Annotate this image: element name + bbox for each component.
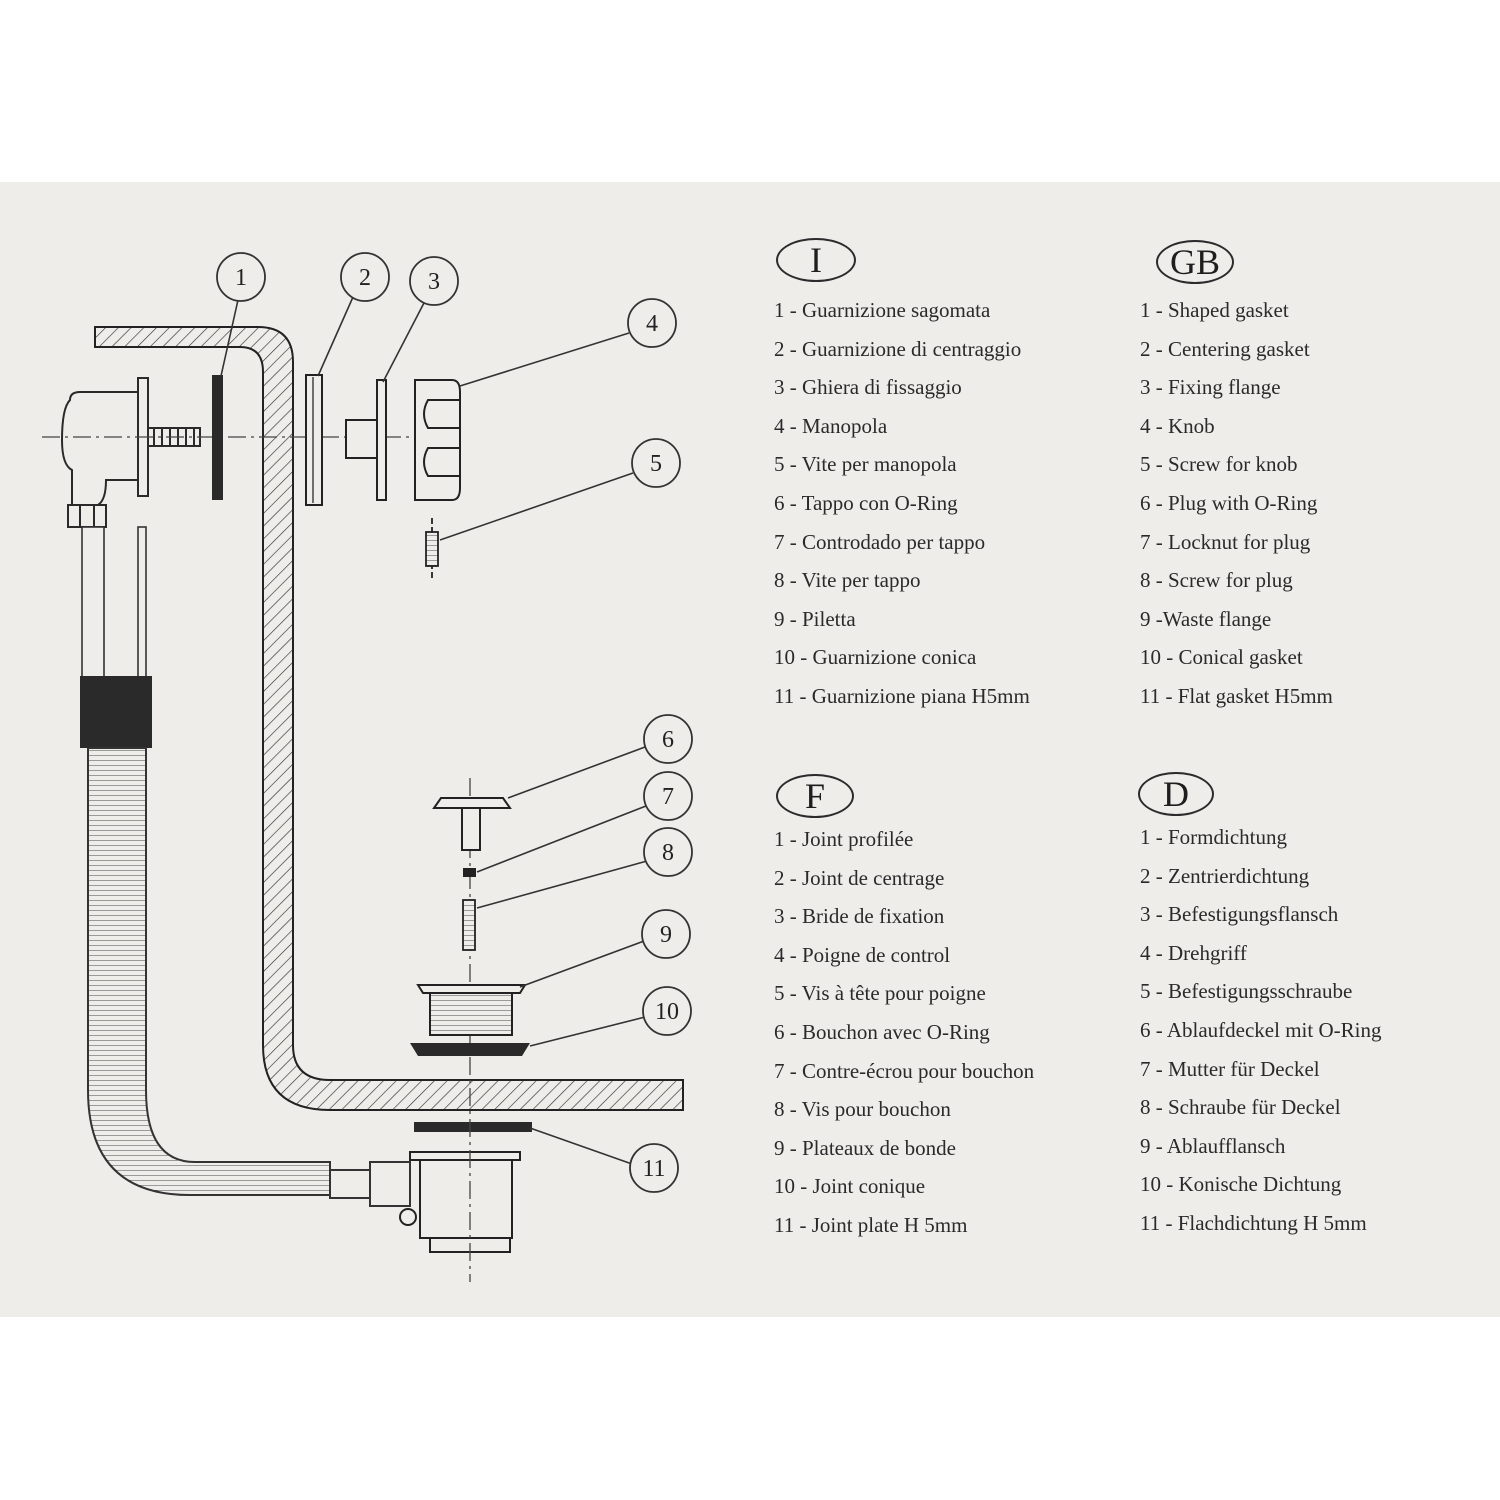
- legend-item: 8 - Vis pour bouchon: [774, 1097, 951, 1122]
- legend-item: 9 - Ablaufflansch: [1140, 1133, 1286, 1158]
- legend-item: 9 -Waste flange: [1140, 606, 1272, 631]
- legend-item: 1 - Guarnizione sagomata: [774, 298, 991, 322]
- legend-item: 3 - Bride de fixation: [774, 904, 945, 929]
- legend-item: 2 - Guarnizione di centraggio: [774, 336, 1022, 361]
- legend-item: 6 - Plug with O-Ring: [1140, 490, 1318, 515]
- callout-11-circle: [629, 1143, 679, 1193]
- part-10-conical-gasket: [410, 1043, 530, 1056]
- legend-item: 1 - Shaped gasket: [1140, 298, 1289, 322]
- legend-item: 3 - Ghiera di fissaggio: [774, 375, 962, 400]
- legend-item: 10 - Konische Dichtung: [1140, 1172, 1342, 1197]
- part-9-waste-flange: [416, 984, 527, 1036]
- legend-item: 4 - Poigne de control: [774, 942, 951, 967]
- callout-7-circle: [643, 771, 693, 821]
- callout-10-circle: [642, 986, 692, 1036]
- legend-item: 6 - Tappo con O-Ring: [774, 490, 958, 515]
- callout-3-circle: [409, 256, 459, 306]
- flexible-hose: [80, 526, 411, 1207]
- callout-7-label: 7: [662, 784, 674, 810]
- callout-3-label: 3: [428, 269, 440, 295]
- part-6-plug: [432, 797, 512, 851]
- legend-item: 7 - Controdado per tappo: [774, 529, 986, 554]
- legend-item: 10 - Conical gasket: [1140, 645, 1303, 670]
- legend-item: 6 - Bouchon avec O-Ring: [774, 1019, 990, 1044]
- callout-1-circle: [216, 252, 266, 302]
- legend-item: 5 - Vite per manopola: [774, 452, 957, 477]
- legend-item: 11 - Flachdichtung H 5mm: [1140, 1210, 1367, 1235]
- part-4-knob: [414, 379, 461, 501]
- waste-body: [399, 1151, 521, 1253]
- legend-item: 2 - Centering gasket: [1140, 336, 1310, 361]
- callout-1-label: 1: [235, 265, 247, 291]
- bathtub-wall-section: [94, 326, 684, 1111]
- part-2-centering-gasket: [305, 374, 323, 506]
- legend-item: 10 - Joint conique: [774, 1174, 926, 1199]
- language-badge-english: GB: [1156, 240, 1234, 284]
- callout-11-label: 11: [642, 1156, 665, 1182]
- callout-2-label: 2: [359, 265, 371, 291]
- legend-item: 7 - Contre-écrou pour bouchon: [774, 1058, 1035, 1083]
- part-3-fixing-flange: [345, 379, 387, 501]
- callout-9-label: 9: [660, 922, 672, 948]
- callout-6-label: 6: [662, 727, 674, 753]
- callout-8-circle: [643, 827, 693, 877]
- callout-5-circle: [631, 438, 681, 488]
- callout-6-circle: [643, 714, 693, 764]
- legend-item: 4 - Drehgriff: [1140, 940, 1247, 965]
- legend-item: 7 - Mutter für Deckel: [1140, 1056, 1320, 1081]
- part-8-plug-screw: [462, 899, 476, 951]
- legend-item: 1 - Formdichtung: [1140, 825, 1287, 849]
- legend-item: 1 - Joint profilée: [774, 827, 914, 851]
- legend-english: 1 - Shaped gasket 2 - Centering gasket 3…: [1140, 291, 1333, 716]
- legend-item: 6 - Ablaufdeckel mit O-Ring: [1140, 1017, 1382, 1042]
- legend-item: 4 - Manopola: [774, 413, 888, 438]
- legend-item: 11 - Flat gasket H5mm: [1140, 683, 1333, 708]
- legend-item: 8 - Screw for plug: [1140, 568, 1293, 593]
- callout-10-label: 10: [655, 999, 679, 1025]
- legend-french: 1 - Joint profilée 2 - Joint de centrage…: [774, 820, 1034, 1245]
- language-badge-german: D: [1138, 772, 1214, 816]
- legend-item: 11 - Guarnizione piana H5mm: [774, 683, 1030, 708]
- legend-item: 8 - Schraube für Deckel: [1140, 1095, 1341, 1120]
- legend-italian: 1 - Guarnizione sagomata 2 - Guarnizione…: [774, 291, 1030, 716]
- part-7-locknut: [463, 868, 476, 877]
- legend-item: 3 - Fixing flange: [1140, 375, 1281, 400]
- part-5-knob-screw: [425, 518, 439, 580]
- callout-4-circle: [627, 298, 677, 348]
- legend-item: 5 - Vis à tête pour poigne: [774, 981, 986, 1006]
- legend-item: 2 - Zentrierdichtung: [1140, 863, 1310, 888]
- part-11-flat-gasket: [414, 1122, 532, 1132]
- callout-9-circle: [641, 909, 691, 959]
- legend-item: 5 - Screw for knob: [1140, 452, 1298, 477]
- part-1-shaped-gasket: [212, 375, 223, 500]
- legend-item: 9 - Piletta: [774, 606, 856, 631]
- callout-leaders: [220, 296, 648, 1165]
- legend-item: 8 - Vite per tappo: [774, 568, 921, 593]
- overflow-elbow: [60, 377, 201, 528]
- callout-4-label: 4: [646, 311, 658, 337]
- legend-item: 3 - Befestigungsflansch: [1140, 902, 1339, 927]
- callout-2-circle: [340, 252, 390, 302]
- legend-item: 2 - Joint de centrage: [774, 865, 945, 890]
- legend-item: 9 - Plateaux de bonde: [774, 1135, 956, 1160]
- callout-8-label: 8: [662, 840, 674, 866]
- legend-item: 11 - Joint plate H 5mm: [774, 1212, 968, 1237]
- legend-item: 5 - Befestigungsschraube: [1140, 979, 1353, 1004]
- instruction-sheet: [0, 182, 1500, 1317]
- legend-item: 10 - Guarnizione conica: [774, 645, 977, 670]
- legend-item: 4 - Knob: [1140, 413, 1215, 438]
- legend-item: 7 - Locknut for plug: [1140, 529, 1311, 554]
- callout-circles: [216, 252, 693, 1193]
- callout-5-label: 5: [650, 451, 662, 477]
- language-badge-french: F: [776, 774, 854, 818]
- language-badge-italian: I: [776, 238, 856, 282]
- legend-german: 1 - Formdichtung 2 - Zentrierdichtung 3 …: [1140, 818, 1381, 1243]
